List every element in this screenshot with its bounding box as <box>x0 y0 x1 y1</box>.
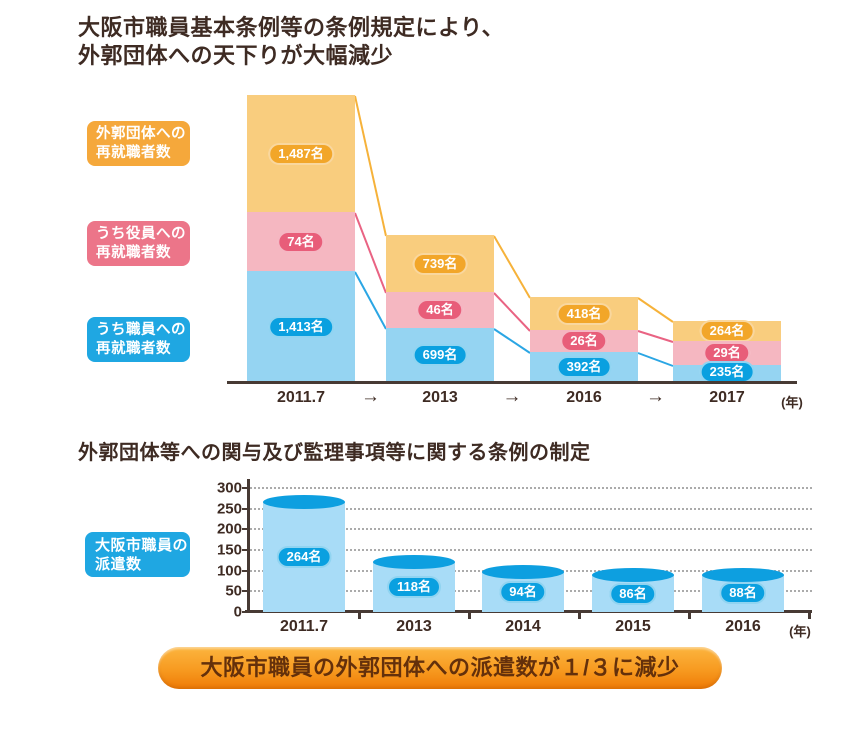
legend-badge-executives: うち役員への 再就職者数 <box>87 221 190 266</box>
x-axis-label: 2017 <box>709 389 745 406</box>
x-axis-label: 2016 <box>725 618 761 635</box>
cylinder-top <box>482 565 564 580</box>
section-title: 外郭団体等への関与及び監理事項等に関する条例の制定 <box>78 442 591 464</box>
legend-badge-executives-line2: 再就職者数 <box>96 245 171 261</box>
connector-line <box>637 297 674 323</box>
value-pill: 699名 <box>412 344 468 366</box>
arrow-icon: → <box>502 386 522 407</box>
y-axis-label: 50 <box>225 582 242 600</box>
y-axis-label: 300 <box>216 479 242 497</box>
connector-line <box>493 292 531 332</box>
connector-line <box>637 330 674 343</box>
main-title: 大阪市職員基本条例等の条例規定により、 外郭団体への天下りが大幅減少 <box>78 14 504 70</box>
y-axis-tick <box>242 507 248 510</box>
arrow-icon: → <box>646 386 665 407</box>
x-axis-label: 2011.7 <box>279 618 329 635</box>
value-pill: 264名 <box>699 320 755 342</box>
value-pill: 74名 <box>277 230 325 253</box>
x-axis-tick <box>578 612 581 619</box>
gridline <box>250 528 812 531</box>
legend-badge-executives-line1: うち役員への <box>96 226 186 242</box>
x-axis-line <box>227 381 797 384</box>
connector-line <box>493 328 531 354</box>
x-axis-tick <box>808 612 811 619</box>
y-axis-label: 200 <box>216 520 242 538</box>
y-axis-label: 0 <box>233 603 242 621</box>
value-pill: 1,487名 <box>268 142 334 165</box>
x-axis-label: 2013 <box>396 618 432 635</box>
value-pill: 86名 <box>609 582 657 605</box>
y-axis-label: 150 <box>216 541 242 559</box>
y-axis-tick <box>242 569 248 572</box>
dispatch-label-badge: 大阪市職員の 派遣数 <box>85 532 190 577</box>
cylinder-top <box>702 567 784 582</box>
value-pill: 418名 <box>556 302 612 325</box>
connector-line <box>354 271 387 330</box>
y-axis-tick <box>242 590 248 593</box>
x-axis-label: 2015 <box>615 618 651 635</box>
value-pill: 94名 <box>499 581 547 604</box>
legend-badge-total-line1: 外郭団体への <box>96 126 186 142</box>
value-pill: 46名 <box>416 299 464 321</box>
x-axis-tick <box>358 612 361 619</box>
y-axis-line <box>247 479 250 613</box>
connector-line <box>637 352 674 367</box>
year-unit-label: (年) <box>789 624 811 639</box>
cylinder-top <box>373 555 455 570</box>
stacked-bar-chart: 1,487名 74名 1,413名 739名 46名 699名 418名 26名 392名 264… <box>227 95 803 410</box>
value-pill: 739名 <box>412 252 468 275</box>
y-axis-tick <box>242 487 248 489</box>
arrow-icon: → <box>361 386 380 407</box>
cylinder-top <box>263 494 345 509</box>
legend-badge-total: 外郭団体への 再就職者数 <box>87 121 190 166</box>
connector-line <box>354 95 387 237</box>
x-axis-label: 2014 <box>505 618 541 635</box>
gridline <box>250 487 812 489</box>
x-axis-tick <box>688 612 691 619</box>
gridline <box>250 549 812 551</box>
main-title-line1: 大阪市職員基本条例等の条例規定により、 <box>78 15 505 40</box>
value-pill: 26名 <box>560 330 608 352</box>
dispatch-badge-line2: 派遣数 <box>95 556 142 573</box>
y-axis-label: 250 <box>216 500 242 518</box>
legend-badge-staff-line2: 再就職者数 <box>96 341 171 357</box>
x-axis-tick <box>468 612 471 619</box>
y-axis-label: 100 <box>216 562 242 580</box>
x-axis-label: 2011.7 <box>276 389 326 406</box>
cylinder-bar-chart: 0 50 100 150 200 250 300 264名 2011.7 118名 2013 94名 2… <box>0 430 860 645</box>
legend-badge-staff: うち職員への 再就職者数 <box>87 317 190 362</box>
x-axis-label: 2016 <box>566 389 602 406</box>
legend-badge-staff-line1: うち職員への <box>96 322 186 338</box>
cylinder-top <box>592 568 674 583</box>
y-axis-tick <box>242 528 248 531</box>
value-pill: 88名 <box>719 582 767 605</box>
dispatch-badge-line1: 大阪市職員の <box>95 537 189 554</box>
value-pill: 235名 <box>699 361 755 383</box>
summary-banner: 大阪市職員の外郭団体への派遣数が１/３に減少 <box>158 647 722 689</box>
connector-line <box>493 235 531 299</box>
y-axis-tick <box>242 549 248 551</box>
connector-line <box>354 212 387 294</box>
value-pill: 392名 <box>556 356 612 378</box>
gridline <box>250 507 812 510</box>
value-pill: 264名 <box>276 545 332 568</box>
value-pill: 118名 <box>387 576 441 599</box>
legend-badge-total-line2: 再就職者数 <box>96 145 171 161</box>
x-axis-label: 2013 <box>422 389 458 406</box>
value-pill: 1,413名 <box>268 315 334 338</box>
year-unit-label: (年) <box>781 395 803 410</box>
main-title-line2: 外郭団体への天下りが大幅減少 <box>78 43 394 68</box>
